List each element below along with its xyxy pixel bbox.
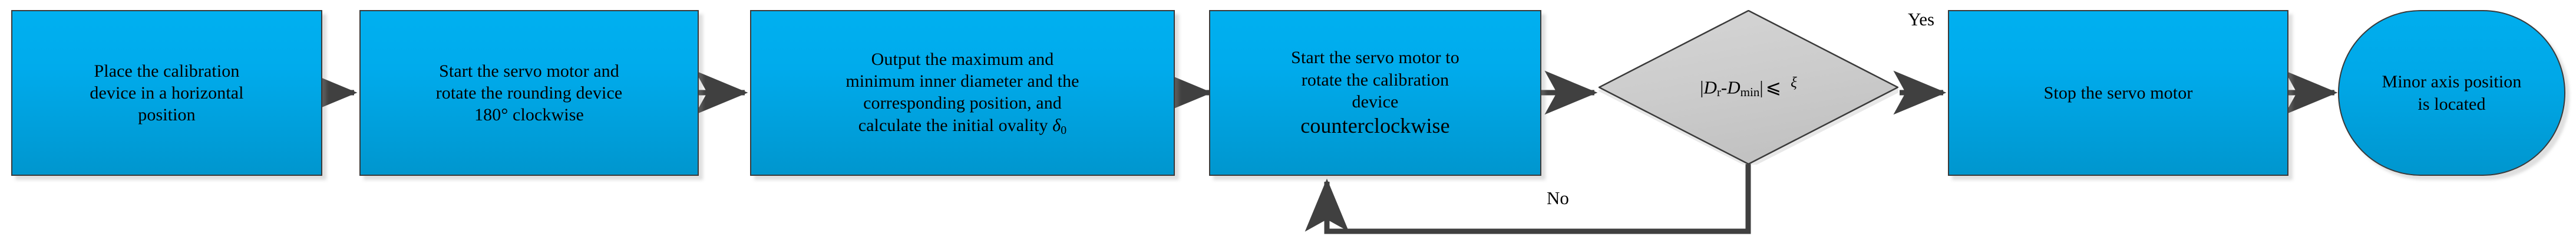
node-start-servo-clockwise[interactable]: Start the servo motor and rotate the rou…: [359, 10, 699, 176]
node-label: Place the calibration device in a horizo…: [90, 61, 244, 125]
node-start-servo-counterclockwise[interactable]: Start the servo motor to rotate the cali…: [1209, 10, 1541, 176]
subscript-r: r: [1716, 85, 1721, 100]
emphasis-word: counterclockwise: [1300, 113, 1450, 137]
abs-bar-close: |: [1759, 77, 1763, 98]
node-label: Stop the servo motor: [2043, 83, 2193, 103]
diamond-shape: [1599, 10, 1898, 165]
abs-bar-open: |: [1700, 77, 1704, 98]
less-or-equal-sign: ⩽: [1765, 77, 1782, 98]
node-label: Start the servo motor and rotate the rou…: [435, 61, 623, 125]
ovality-line: calculate the initial ovality δ0: [858, 115, 1067, 137]
node-stop-servo-motor[interactable]: Stop the servo motor: [1948, 10, 2288, 176]
subscript-min: min: [1740, 85, 1760, 100]
edge-label-no: No: [1547, 188, 1569, 208]
node-decision-diameter-tolerance[interactable]: |Dr-Dmin|⩽ξ: [1599, 10, 1898, 165]
node-label: Start the servo motor to rotate the cali…: [1291, 48, 1459, 137]
threshold-xi: ξ: [1791, 74, 1797, 91]
edge-label-yes: Yes: [1908, 9, 1935, 30]
node-place-calibration-device[interactable]: Place the calibration device in a horizo…: [11, 10, 322, 176]
variable-dr: D: [1703, 77, 1717, 98]
variable-dmin: D: [1727, 77, 1741, 98]
delta-symbol: δ: [1052, 115, 1061, 135]
node-label: Output the maximum and minimum inner dia…: [846, 50, 1079, 137]
delta-subscript: 0: [1061, 123, 1067, 137]
node-minor-axis-located[interactable]: Minor axis position is located: [2338, 10, 2565, 176]
node-output-diameter-ovality[interactable]: Output the maximum and minimum inner dia…: [750, 10, 1175, 176]
node-label: Minor axis position is located: [2382, 72, 2522, 114]
decision-expression: |Dr-Dmin|⩽ξ: [1700, 75, 1797, 100]
minus-sign: -: [1720, 77, 1728, 98]
